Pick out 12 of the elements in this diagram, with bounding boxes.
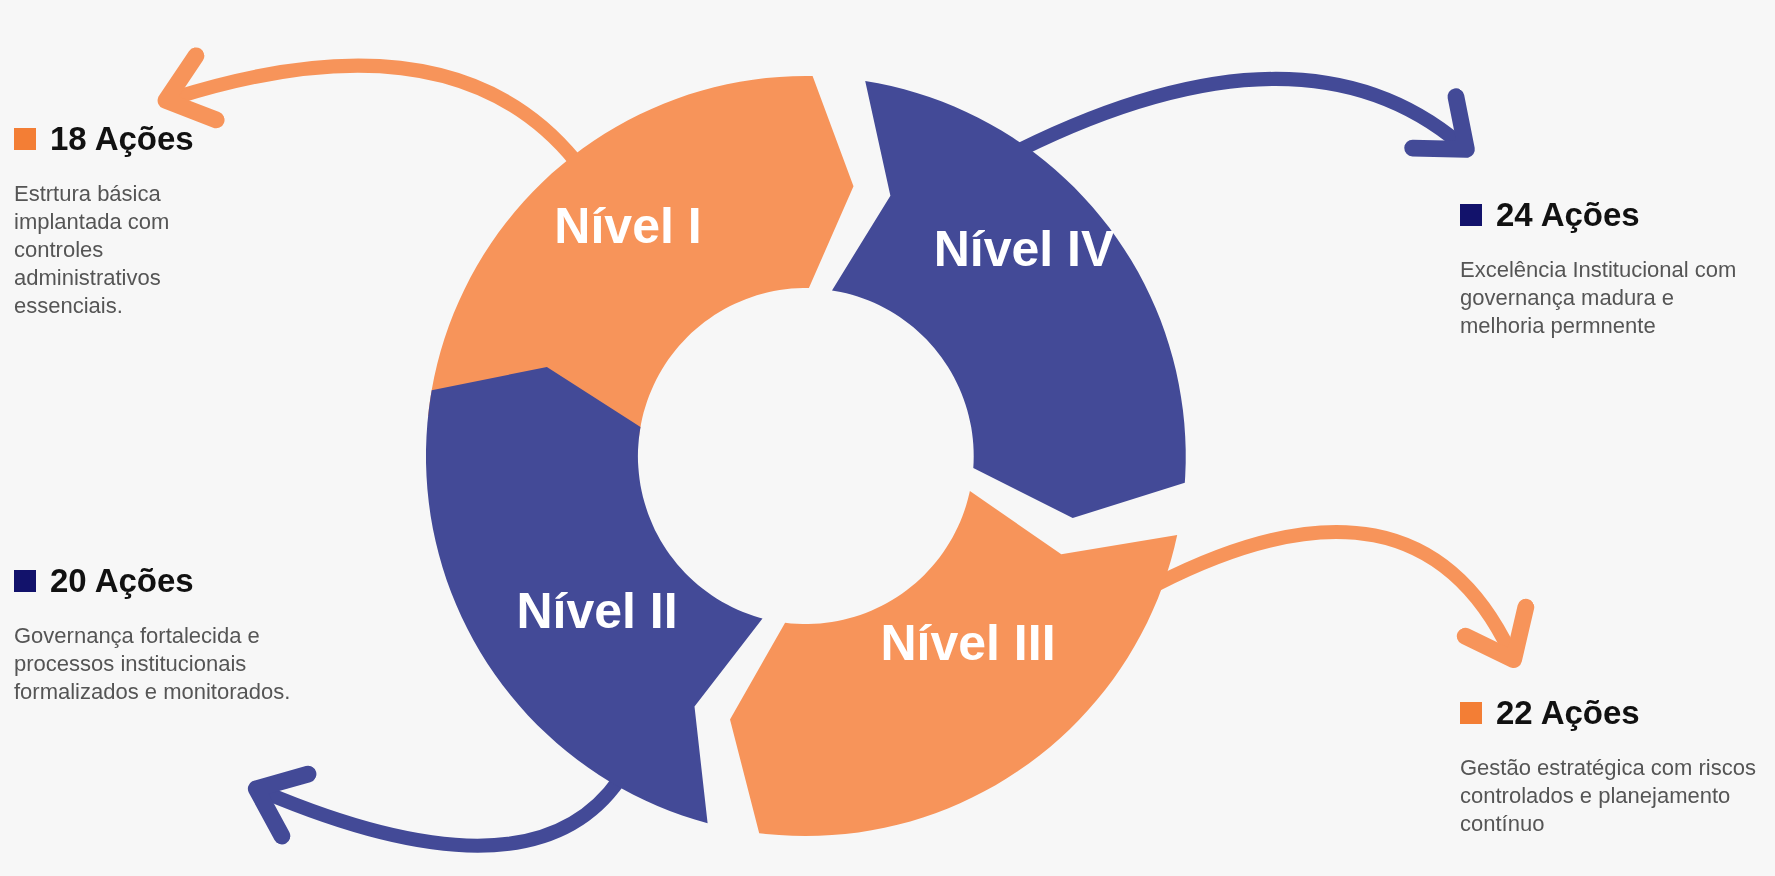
action-count: 20 Ações	[50, 562, 194, 600]
action-count: 22 Ações	[1496, 694, 1640, 732]
level-label: Nível III	[880, 614, 1056, 672]
level-label: Nível IV	[933, 220, 1115, 278]
level-description: Estrtura básica implantada com controles administrativos essenciais.	[14, 180, 171, 320]
level-description: Gestão estratégica com riscos controlados e planejamento contínuo	[1460, 754, 1757, 838]
level-label: Nível I	[554, 197, 702, 255]
action-count: 18 Ações	[50, 120, 194, 158]
level-description: Governança fortalecida e processos institucionais formalizados e monitorados.	[14, 622, 292, 706]
level-description: Excelência Institucional com governança madura e melhoria permnente	[1460, 256, 1738, 340]
level-label: Nível II	[516, 582, 678, 640]
action-count: 24 Ações	[1496, 196, 1640, 234]
